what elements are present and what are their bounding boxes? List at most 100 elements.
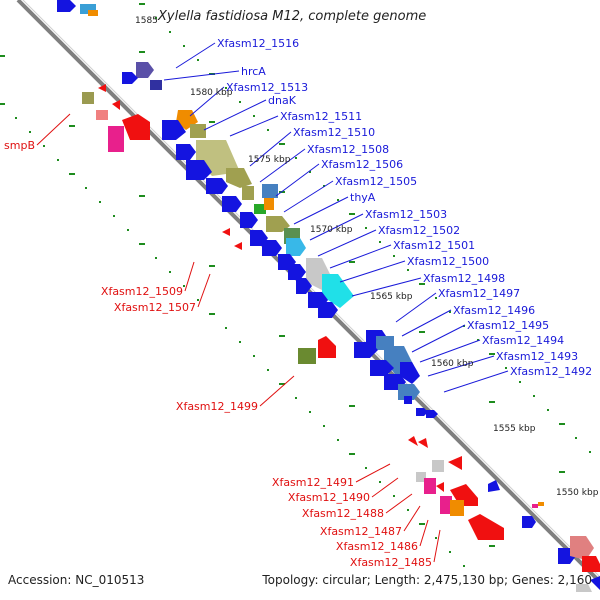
forward-gene-label[interactable]: Xfasm12_1500	[407, 255, 489, 268]
reverse-gene-label[interactable]: Xfasm12_1507	[114, 301, 196, 314]
gene-arrow	[450, 500, 464, 516]
gene-arrow	[286, 238, 306, 256]
gene-arrow	[296, 278, 312, 294]
reverse-gene-label[interactable]: Xfasm12_1490	[288, 491, 370, 504]
tick-dot	[393, 495, 395, 497]
accession-label: Accession: NC_010513	[8, 573, 145, 587]
reverse-gene-label[interactable]: Xfasm12_1486	[336, 540, 418, 553]
forward-gene-label[interactable]: Xfasm12_1498	[423, 272, 505, 285]
kbp-tick-label: 1555 kbp	[493, 424, 536, 434]
gene-arrow	[322, 274, 354, 308]
forward-gene-label[interactable]: Xfasm12_1508	[307, 143, 389, 156]
gene-arrow	[222, 228, 230, 236]
tick-dot	[477, 339, 479, 341]
reverse-gene-labels: smpB Xfasm12_1509Xfasm12_1507Xfasm12_1499…	[4, 139, 432, 569]
tick-dot	[365, 467, 367, 469]
tick-dot	[57, 159, 59, 161]
tick-dot	[15, 117, 17, 119]
forward-gene-label[interactable]: Xfasm12_1496	[453, 304, 535, 317]
forward-gene-label[interactable]: Xfasm12_1497	[438, 287, 520, 300]
tick-dot	[435, 297, 437, 299]
tick-dot	[519, 381, 521, 383]
tick-dot	[183, 285, 185, 287]
forward-leader-line	[411, 324, 466, 353]
reverse-gene-label[interactable]: Xfasm12_1491	[272, 476, 354, 489]
tick-dot	[349, 405, 355, 407]
gene-arrow	[318, 336, 336, 358]
tick-dot	[225, 87, 227, 89]
gene-arrow	[408, 436, 418, 446]
gene-arrow	[424, 478, 436, 494]
gene-arrow	[57, 0, 76, 12]
forward-leader-line	[339, 260, 406, 283]
forward-gene-label[interactable]: dnaK	[268, 94, 297, 107]
forward-gene-label[interactable]: Xfasm12_1511	[280, 110, 362, 123]
gene-arrow	[262, 184, 278, 198]
forward-gene-label[interactable]: Xfasm12_1493	[496, 350, 578, 363]
tick-dot	[279, 335, 285, 337]
reverse-leader-line	[403, 505, 421, 532]
forward-leader-line	[309, 213, 364, 241]
tick-dot	[407, 269, 409, 271]
reverse-gene-label[interactable]: smpB	[4, 139, 35, 152]
forward-gene-label[interactable]: hrcA	[241, 65, 266, 78]
tick-dot	[349, 213, 355, 215]
gene-arrow	[136, 62, 154, 78]
tick-dot	[139, 3, 145, 5]
forward-leader-line	[427, 355, 495, 377]
gene-arrow	[576, 584, 592, 592]
reverse-gene-label[interactable]: Xfasm12_1499	[176, 400, 258, 413]
reverse-leader-line	[259, 375, 295, 407]
tick-dot	[239, 341, 241, 343]
reverse-leader-line	[385, 493, 413, 514]
forward-leader-line	[419, 339, 481, 363]
gene-arrow	[226, 168, 252, 188]
kbp-tick-label: 1565 kbp	[370, 292, 413, 302]
tick-dot	[575, 437, 577, 439]
forward-gene-label[interactable]: Xfasm12_1494	[482, 334, 564, 347]
gene-arrow	[222, 196, 242, 212]
gene-arrow	[112, 100, 120, 110]
forward-gene-label[interactable]: thyA	[350, 191, 376, 204]
forward-gene-label[interactable]: Xfasm12_1506	[321, 158, 403, 171]
tick-dot	[559, 423, 565, 425]
tick-dot	[337, 199, 339, 201]
forward-gene-label[interactable]: Xfasm12_1513	[226, 81, 308, 94]
tick-dot	[139, 195, 145, 197]
tick-dot	[29, 131, 31, 133]
tick-dot	[169, 31, 171, 33]
forward-leader-line	[259, 148, 306, 183]
reverse-leader-line	[184, 261, 195, 292]
forward-leader-line	[395, 292, 437, 323]
tick-dot	[463, 565, 465, 567]
forward-gene-label[interactable]: Xfasm12_1516	[217, 37, 299, 50]
forward-gene-label[interactable]: Xfasm12_1501	[393, 239, 475, 252]
gene-arrow	[242, 186, 254, 200]
gene-arrow	[82, 92, 94, 104]
forward-gene-label[interactable]: Xfasm12_1502	[378, 224, 460, 237]
reverse-gene-label[interactable]: Xfasm12_1485	[350, 556, 432, 569]
gene-arrow	[108, 126, 124, 152]
gene-arrow	[532, 504, 538, 508]
forward-gene-label[interactable]: Xfasm12_1510	[293, 126, 375, 139]
gene-arrow	[426, 410, 438, 418]
gene-arrow	[432, 460, 444, 472]
tick-dot	[489, 545, 495, 547]
reverse-leader-line	[36, 113, 71, 146]
forward-gene-label[interactable]: Xfasm12_1495	[467, 319, 549, 332]
gene-arrow	[398, 384, 420, 400]
forward-gene-label[interactable]: Xfasm12_1503	[365, 208, 447, 221]
kbp-tick-label: 1580 kbp	[190, 88, 233, 98]
forward-gene-label[interactable]: Xfasm12_1505	[335, 175, 417, 188]
gene-arrow	[416, 408, 428, 416]
tick-dot	[309, 411, 311, 413]
tick-dot	[279, 383, 285, 385]
forward-gene-label[interactable]: Xfasm12_1492	[510, 365, 592, 378]
reverse-gene-label[interactable]: Xfasm12_1509	[101, 285, 183, 298]
reverse-gene-label[interactable]: Xfasm12_1488	[302, 507, 384, 520]
forward-leader-line	[351, 277, 422, 297]
reverse-gene-label[interactable]: Xfasm12_1487	[320, 525, 402, 538]
